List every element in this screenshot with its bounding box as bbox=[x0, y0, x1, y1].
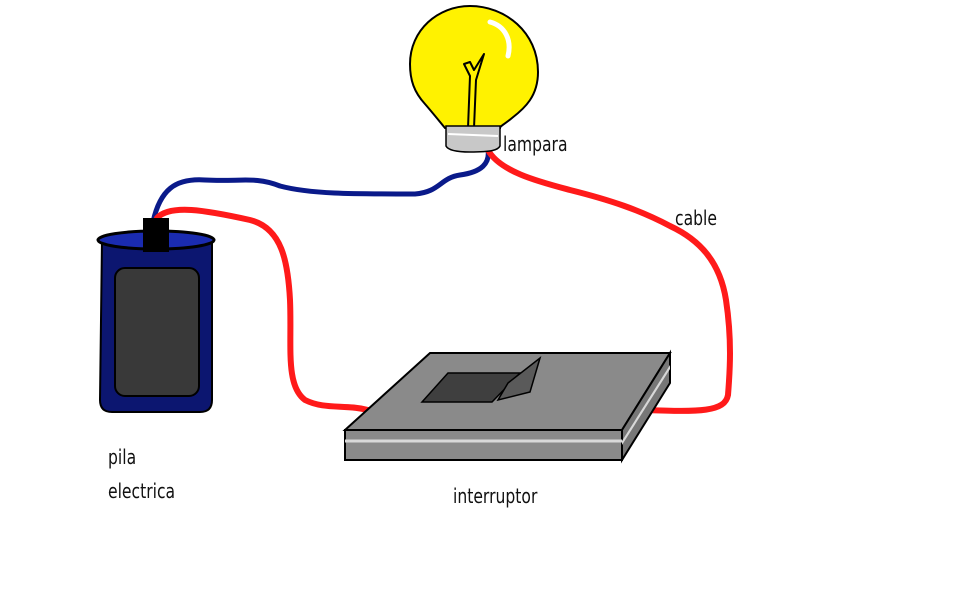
negative-wire bbox=[150, 147, 491, 225]
cable-label: cable bbox=[675, 206, 717, 230]
lamp-switch-cable bbox=[485, 147, 733, 414]
switch-front-face bbox=[344, 429, 623, 461]
switch bbox=[342, 349, 672, 464]
battery-switch-wire bbox=[154, 206, 371, 413]
battery-label-line2: electrica bbox=[108, 479, 176, 503]
light-bulb bbox=[408, 4, 540, 153]
battery-panel bbox=[114, 267, 200, 397]
bulb-base-thread bbox=[447, 133, 499, 137]
switch-label: interruptor bbox=[453, 484, 538, 508]
switch-toggle-lever bbox=[496, 355, 542, 402]
battery-label-line1: pila bbox=[108, 445, 137, 469]
bulb-highlight bbox=[487, 19, 512, 59]
switch-toggle-base bbox=[420, 372, 522, 403]
battery bbox=[96, 218, 216, 413]
switch-side-stripe bbox=[622, 365, 670, 445]
bulb-base bbox=[445, 125, 501, 153]
battery-label: pila electrica bbox=[108, 440, 175, 508]
lamp-label: lampara bbox=[503, 132, 568, 156]
battery-terminal bbox=[143, 218, 169, 252]
bulb-filament bbox=[463, 53, 485, 129]
